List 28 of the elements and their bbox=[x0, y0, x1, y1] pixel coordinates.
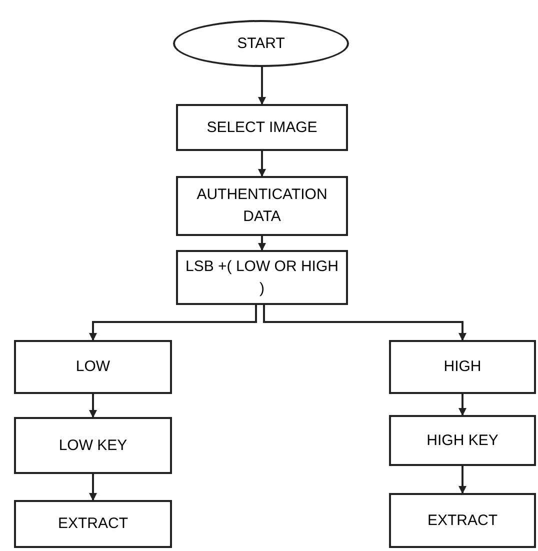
process-box bbox=[176, 104, 348, 151]
arrow bbox=[89, 305, 257, 341]
arrow bbox=[258, 67, 266, 105]
process-box bbox=[14, 417, 172, 474]
arrow bbox=[258, 151, 266, 177]
node-label: HIGH bbox=[444, 357, 482, 377]
node-label: LOW KEY bbox=[58, 436, 128, 456]
node-label: LOW bbox=[76, 357, 110, 377]
process-box bbox=[14, 340, 172, 394]
process-box bbox=[14, 500, 172, 548]
arrow bbox=[458, 466, 466, 494]
process-box bbox=[176, 250, 348, 305]
arrow bbox=[89, 394, 97, 418]
node-label: LSB +( LOW OR HIGH ) bbox=[184, 256, 340, 298]
process-box bbox=[389, 340, 536, 394]
node-label: START bbox=[237, 34, 285, 54]
node-label: HIGH KEY bbox=[426, 430, 498, 450]
node-label: EXTRACT bbox=[427, 510, 498, 530]
process-box bbox=[389, 415, 536, 466]
node-label: EXTRACT bbox=[58, 514, 128, 534]
node-label: SELECT IMAGE bbox=[206, 118, 318, 138]
node-label: AUTHENTICATION DATA bbox=[196, 185, 328, 227]
arrow bbox=[263, 305, 466, 341]
process-box bbox=[176, 176, 348, 236]
arrow bbox=[458, 394, 466, 416]
arrow bbox=[258, 236, 266, 251]
arrow bbox=[89, 474, 97, 501]
process-box bbox=[389, 493, 536, 548]
